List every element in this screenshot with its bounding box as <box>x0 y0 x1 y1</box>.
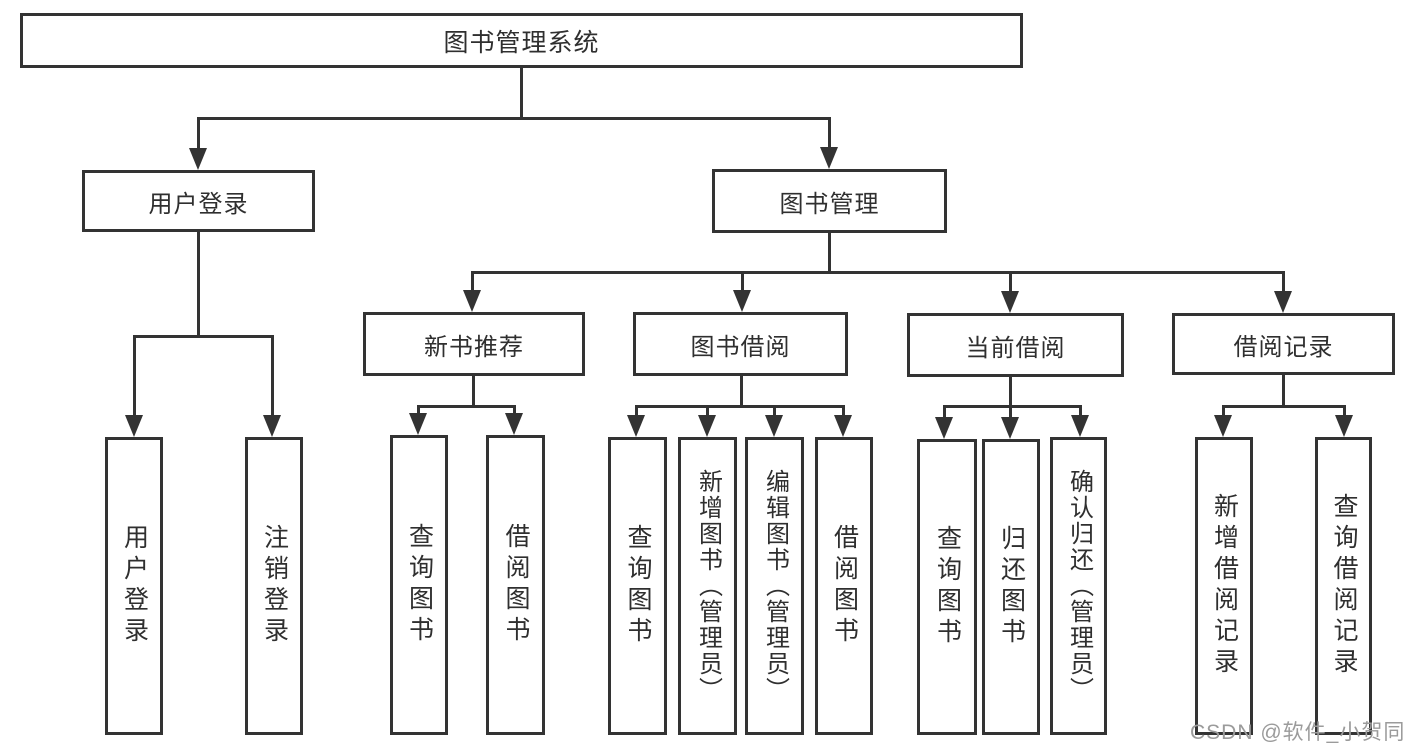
arrow-down-icon <box>1071 415 1089 437</box>
arrow-down-icon <box>935 417 953 439</box>
connector-line <box>943 405 1082 408</box>
leaf-logout-label: 注销登录 <box>260 524 289 648</box>
leaf-newbook-query-books-label: 查询图书 <box>405 523 434 647</box>
connector-line <box>741 271 744 293</box>
leaf-newbook-borrow-books-label: 借阅图书 <box>502 523 530 647</box>
leaf-confirm-return-admin: 确认归还（管理员） <box>1050 437 1107 735</box>
leaf-borrow-books-label: 借阅图书 <box>830 524 859 648</box>
connector-line <box>133 335 274 338</box>
connector-line <box>197 117 831 120</box>
connector-line <box>417 405 420 419</box>
connector-line <box>520 68 523 120</box>
arrow-down-icon <box>263 415 281 437</box>
leaf-user-login: 用户登录 <box>105 437 163 735</box>
connector-line <box>828 233 831 274</box>
connector-line <box>133 335 136 420</box>
leaf-add-borrow-record: 新增借阅记录 <box>1195 437 1253 735</box>
connector-line <box>1009 405 1012 421</box>
leaf-edit-books-admin: 编辑图书（管理员） <box>745 437 804 735</box>
leaf-add-books-admin-label: 新增图书（管理员） <box>694 469 722 703</box>
connector-line <box>842 405 845 419</box>
connector-line <box>1222 405 1345 408</box>
arrow-down-icon <box>627 415 645 437</box>
connector-line <box>1343 405 1346 419</box>
arrow-down-icon <box>765 415 783 437</box>
leaf-return-books: 归还图书 <box>982 439 1040 735</box>
leaf-query-borrow-record: 查询借阅记录 <box>1315 437 1372 735</box>
connector-line <box>1079 405 1082 421</box>
connector-line <box>1282 271 1285 293</box>
node-borrow-record: 借阅记录 <box>1172 313 1395 375</box>
leaf-newbook-borrow-books: 借阅图书 <box>486 435 545 735</box>
leaf-borrow-query-books-label: 查询图书 <box>624 524 652 648</box>
arrow-down-icon <box>1214 415 1232 437</box>
leaf-add-books-admin: 新增图书（管理员） <box>678 437 737 735</box>
connector-line <box>417 405 516 408</box>
leaf-edit-books-admin-label: 编辑图书（管理员） <box>761 469 789 703</box>
node-new-book-rec: 新书推荐 <box>363 312 585 376</box>
arrow-down-icon <box>463 290 481 312</box>
node-current-borrow-label: 当前借阅 <box>965 334 1066 362</box>
connector-line <box>1222 405 1225 419</box>
leaf-confirm-return-admin-label: 确认归还（管理员） <box>1065 469 1093 703</box>
leaf-current-query-books: 查询图书 <box>917 439 977 735</box>
node-root-label: 图书管理系统 <box>443 28 600 57</box>
node-root: 图书管理系统 <box>20 13 1023 68</box>
leaf-current-query-books-label: 查询图书 <box>933 525 962 649</box>
node-book-mgmt-label: 图书管理 <box>779 190 880 218</box>
node-book-mgmt: 图书管理 <box>712 169 947 233</box>
arrow-down-icon <box>733 290 751 312</box>
leaf-add-borrow-record-label: 新增借阅记录 <box>1210 493 1239 679</box>
arrow-down-icon <box>125 415 143 437</box>
connector-line <box>635 405 638 419</box>
connector-line <box>943 405 946 421</box>
node-user-login: 用户登录 <box>82 170 315 232</box>
leaf-query-borrow-record-label: 查询借阅记录 <box>1330 493 1358 679</box>
arrow-down-icon <box>698 415 716 437</box>
arrow-down-icon <box>409 413 427 435</box>
csdn-watermark: CSDN @软件_小贺同学 <box>1190 721 1405 744</box>
leaf-return-books-label: 归还图书 <box>997 525 1026 649</box>
connector-line <box>773 405 776 419</box>
leaf-newbook-query-books: 查询图书 <box>390 435 448 735</box>
connector-line <box>471 271 474 293</box>
connector-line <box>1009 271 1012 293</box>
arrow-down-icon <box>1001 291 1019 313</box>
connector-line <box>197 232 200 338</box>
connector-line <box>513 405 516 419</box>
connector-line <box>271 335 274 420</box>
arrow-down-icon <box>1274 291 1292 313</box>
node-user-login-label: 用户登录 <box>148 190 249 218</box>
leaf-borrow-query-books: 查询图书 <box>608 437 667 735</box>
connector-line <box>740 376 743 407</box>
connector-line <box>1009 377 1012 407</box>
leaf-user-login-label: 用户登录 <box>120 524 149 648</box>
node-new-book-rec-label: 新书推荐 <box>424 333 524 361</box>
connector-line <box>197 117 200 157</box>
arrow-down-icon <box>834 415 852 437</box>
arrow-down-icon <box>505 413 523 435</box>
connector-line <box>1282 375 1285 407</box>
connector-line <box>471 271 1285 274</box>
connector-line <box>472 376 475 407</box>
node-book-borrow: 图书借阅 <box>633 312 848 376</box>
leaf-logout: 注销登录 <box>245 437 303 735</box>
arrow-down-icon <box>189 148 207 170</box>
arrow-down-icon <box>820 147 838 169</box>
node-book-borrow-label: 图书借阅 <box>690 333 791 361</box>
node-current-borrow: 当前借阅 <box>907 313 1124 377</box>
arrow-down-icon <box>1001 417 1019 439</box>
arrow-down-icon <box>1335 415 1353 437</box>
node-borrow-record-label: 借阅记录 <box>1233 333 1334 361</box>
connector-line <box>828 117 831 157</box>
connector-line <box>635 405 844 408</box>
leaf-borrow-books: 借阅图书 <box>815 437 873 735</box>
connector-line <box>706 405 709 419</box>
